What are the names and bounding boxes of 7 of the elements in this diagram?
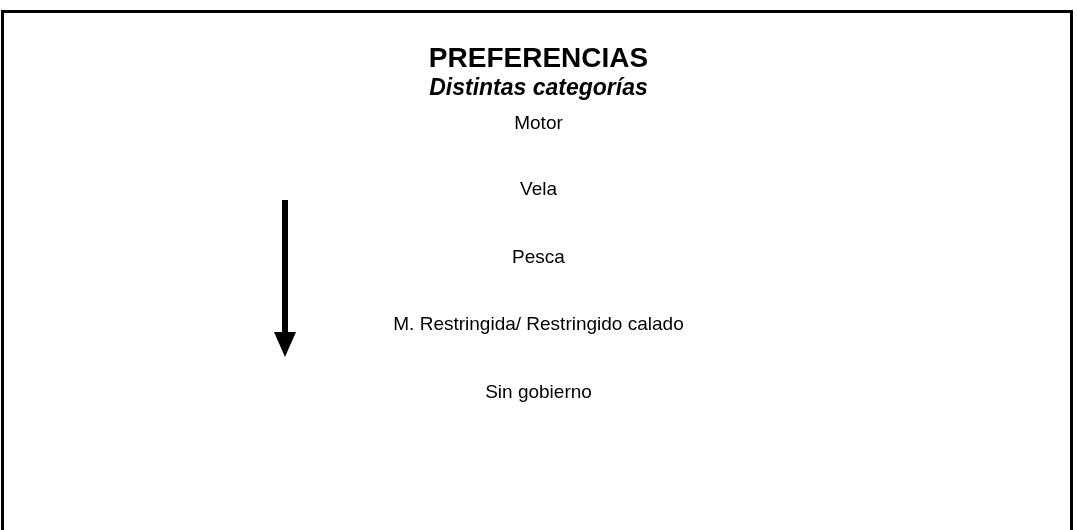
category-text: Vela [520,178,557,200]
category-text: M. Restringida/ Restringido calado [393,313,684,335]
category-text: Pesca [512,246,565,268]
title: PREFERENCIAS [428,42,649,74]
category-text: Motor [514,112,563,134]
category-text: Sin gobierno [485,381,592,403]
subtitle: Distintas categorías [429,74,648,101]
